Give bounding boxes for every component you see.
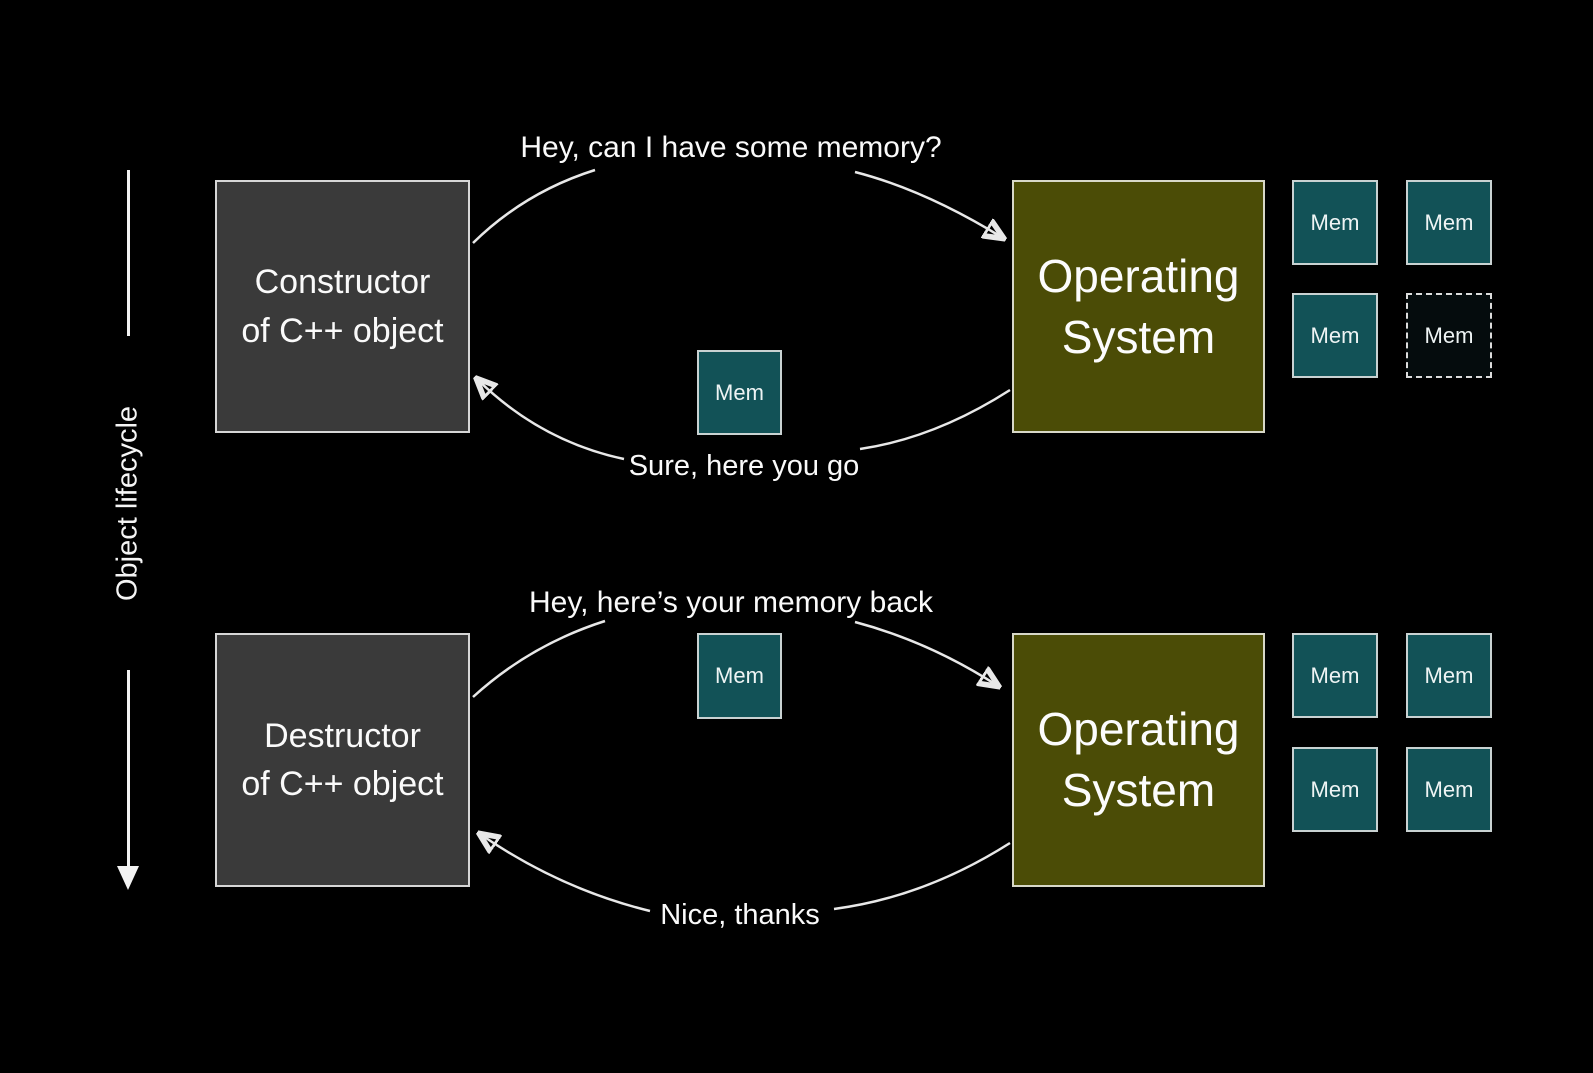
os-mem-cell: Mem (1292, 293, 1378, 378)
lifecycle-axis-line-top (127, 170, 130, 336)
os-mem-cell: Mem (1292, 633, 1378, 718)
os-mem-cell-handed-out: Mem (1406, 293, 1492, 378)
lifecycle-axis-label: Object lifecycle (111, 405, 144, 601)
alloc-request-message: Hey, can I have some memory? (520, 131, 942, 164)
os-mem-cell: Mem (1292, 747, 1378, 832)
os-mem-cell: Mem (1406, 747, 1492, 832)
arc-alloc-request-right (854, 170, 1003, 238)
operating-system-box-bottom: Operating System (1012, 633, 1265, 887)
down-arrowhead-icon (117, 866, 139, 890)
arc-alloc-response-right (859, 388, 1011, 451)
destructor-box: Destructor of C++ object (215, 633, 470, 887)
os-mem-cell: Mem (1292, 180, 1378, 265)
os-mem-cell: Mem (1406, 180, 1492, 265)
constructor-box: Constructor of C++ object (215, 180, 470, 433)
arc-alloc-request-left (472, 168, 596, 244)
lifecycle-axis-line-bottom (127, 670, 130, 867)
arc-alloc-response-left (477, 379, 625, 461)
dealloc-response-message: Nice, thanks (660, 899, 820, 931)
alloc-response-message: Sure, here you go (628, 450, 860, 482)
arc-dealloc-request-right (854, 620, 998, 686)
arc-dealloc-request-left (472, 619, 606, 698)
transfer-mem-box-dealloc: Mem (697, 633, 782, 719)
operating-system-box-top: Operating System (1012, 180, 1265, 433)
transfer-mem-box-alloc: Mem (697, 350, 782, 435)
dealloc-request-message: Hey, here’s your memory back (528, 586, 934, 619)
os-mem-cell: Mem (1406, 633, 1492, 718)
